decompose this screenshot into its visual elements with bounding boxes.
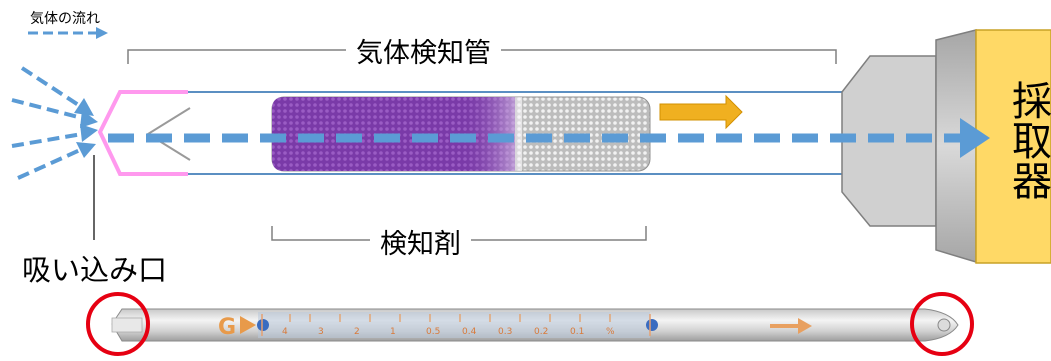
scale-mark-label: % xyxy=(606,327,615,337)
scale-mark-label: 0.2 xyxy=(534,327,548,337)
detecting-agent-label: 検知剤 xyxy=(370,222,471,261)
scale-mark-label: 0.4 xyxy=(462,327,477,337)
reaction-direction-arrow xyxy=(659,94,743,130)
scale-mark-label: 3 xyxy=(318,327,324,337)
scale-mark-label: 1 xyxy=(390,327,396,337)
legend-flow-label: 気体の流れ xyxy=(30,11,100,27)
sampler-body xyxy=(975,29,1051,264)
scale-mark-label: 2 xyxy=(354,327,360,337)
intake-port-label: 吸い込み口 xyxy=(22,253,168,287)
highlight-circle-right xyxy=(910,292,974,356)
sampler-connector xyxy=(841,29,977,264)
tube-grade-letter: G xyxy=(218,315,236,340)
scale-mark-label: 4 xyxy=(282,327,288,337)
intake-port-outline xyxy=(97,90,188,176)
scale-mark-label: 0.3 xyxy=(498,327,512,337)
gas-flow-main-arrow xyxy=(108,118,990,158)
scale-mark-label: 0.1 xyxy=(570,327,584,337)
tube-photo: G xyxy=(111,308,959,342)
highlight-circle-left xyxy=(86,292,150,356)
gas-flow-in-arrowheads xyxy=(74,98,98,158)
gas-detector-tube-label: 気体検知管 xyxy=(346,31,501,70)
legend-flow-arrow xyxy=(28,27,108,39)
scale-ticks xyxy=(289,314,611,322)
sampler-label: 採取器 xyxy=(1005,80,1051,200)
gas-flow-in-arrows xyxy=(11,66,83,180)
scale-mark-label: 0.5 xyxy=(426,327,440,337)
